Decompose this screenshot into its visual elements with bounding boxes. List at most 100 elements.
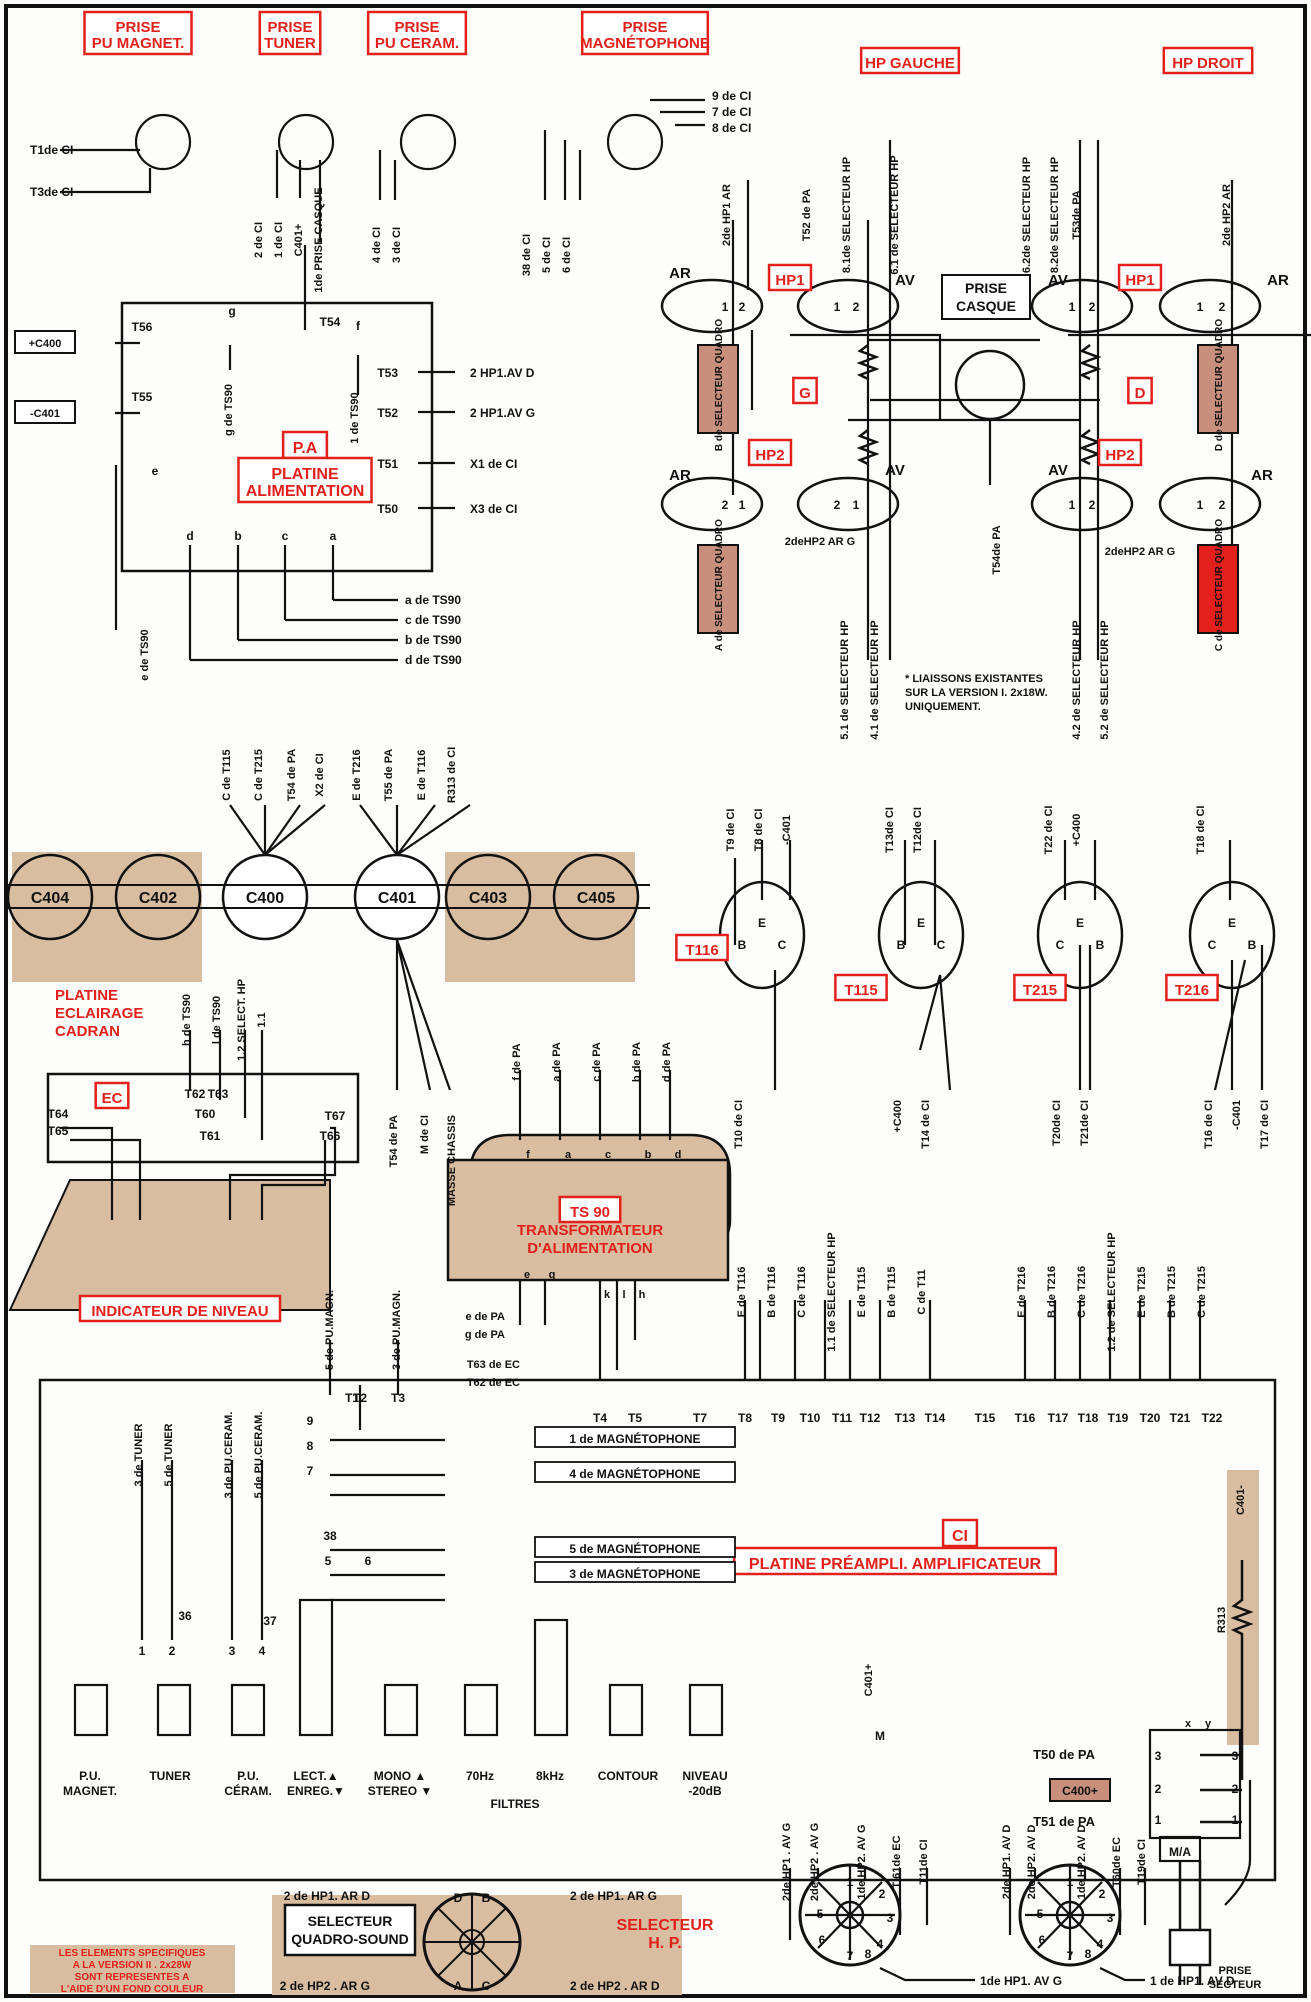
pa-t54: T54 <box>320 315 341 329</box>
ci-pin-num: 6 <box>365 1554 372 1568</box>
sw-num: 1 <box>1067 1875 1074 1889</box>
transistor-t116-box <box>675 933 729 962</box>
speaker-pin: 1 <box>853 498 860 512</box>
ci-input-lead: 5 de TUNER <box>163 1423 175 1486</box>
ts90-pin: h <box>639 1289 646 1301</box>
sw-num: 4 <box>1097 1937 1104 1951</box>
ec-code: EC <box>102 1090 123 1107</box>
ec-board <box>46 1072 360 1164</box>
sw-num: 7 <box>1067 1949 1074 1963</box>
c401-bottom: M de CI <box>419 1115 431 1154</box>
tr-bottom: -C401 <box>1231 1100 1243 1130</box>
ci-lead-right: 1.2 de SELECTEUR HP <box>1106 1232 1118 1351</box>
speaker-pin: 1 <box>739 498 746 512</box>
din-tuner <box>277 113 335 171</box>
hp2-ar: 2deHP2 AR G <box>1105 546 1176 558</box>
ci-xy: y <box>1205 1718 1212 1730</box>
ci-xy: x <box>1185 1718 1192 1730</box>
tr-top: T8 de CI <box>753 809 765 852</box>
tr-pin: E <box>1076 916 1084 930</box>
ci-input-lead: 3 de TUNER <box>133 1423 145 1486</box>
ci-right: C401- <box>1235 1485 1247 1515</box>
ec-top-lead: 1.2 SELECT. HP <box>236 979 248 1061</box>
speaker-pin: 1 <box>722 300 729 314</box>
c400-plus-box <box>1049 1778 1111 1802</box>
tr-top: T9 de CI <box>725 809 737 852</box>
hp-g-top: T52 de PA <box>801 189 813 241</box>
ts90-left-lead: e de PA <box>465 1311 505 1323</box>
quadro-box <box>697 344 739 434</box>
hp-d-top: T53de PA <box>1071 190 1083 239</box>
c401-lead: E de T116 <box>416 750 428 801</box>
hp2-d-av <box>1030 476 1134 532</box>
header-tuner: PRISE <box>267 19 312 36</box>
hp2-d-box <box>1097 438 1143 467</box>
ec-top-lead: h de TS90 <box>181 994 193 1046</box>
sw-num: 7 <box>847 1949 854 1963</box>
ci-term: T16 <box>1015 1411 1036 1425</box>
ci-lead-right: C de T216 <box>1076 1266 1088 1318</box>
pa-left-term: T56 <box>132 320 153 334</box>
hp-d-bottom: 4.2 de SELECTEUR HP <box>1071 620 1083 739</box>
pa-title: PLATINE <box>271 466 339 483</box>
ts90-top-lead: a de PA <box>551 1042 563 1082</box>
hp1-g-box <box>767 263 813 292</box>
ci-magneto-out: 5 de MAGNÉTOPHONE <box>569 1541 700 1556</box>
ci-term: T11 <box>832 1411 852 1425</box>
av: AV <box>1048 272 1068 289</box>
ts90-top-lead: b de PA <box>631 1042 643 1082</box>
ts90-title: D'ALIMENTATION <box>527 1240 653 1257</box>
pa-bottom-dest: a de TS90 <box>405 593 461 607</box>
ci-lead-right: E de T215 <box>1136 1266 1148 1317</box>
button-pu-magnet: P.U. <box>79 1769 101 1783</box>
tr-top: -C401 <box>781 815 793 845</box>
quadro-box <box>1197 544 1239 634</box>
ci-code-box <box>941 1518 979 1548</box>
t115-body <box>877 880 965 990</box>
hp-sw2-lead: 2de HP2. AV D <box>1026 1825 1038 1900</box>
header-tuner: TUNER <box>264 35 316 52</box>
transistor-t215: T215 <box>1023 982 1057 999</box>
pa-dest: X1 de CI <box>470 457 517 471</box>
header-hp-gauche-box <box>859 46 961 75</box>
pa-pin: f <box>356 319 361 333</box>
sw-num: 2 <box>879 1887 886 1901</box>
hp-sw2-lead: 1de HP2. AV D <box>1076 1825 1088 1900</box>
pu-magnet-lead: T1de CI <box>30 143 73 157</box>
tr-top: T12de CI <box>912 807 924 853</box>
sw-num: 5 <box>1037 1907 1044 1921</box>
speaker-note: UNIQUEMENT. <box>905 701 981 713</box>
header-magnetophone-box <box>580 10 710 56</box>
tuner-lead: 1 de CI <box>273 222 285 258</box>
hp2-g-av <box>796 476 900 532</box>
ts90-pin: e <box>524 1269 530 1281</box>
pa-pin: g <box>228 304 235 318</box>
ci-lead-right: E de T216 <box>1016 1266 1028 1317</box>
hp-g-top: 2de HP1 AR <box>721 184 733 246</box>
tr-bottom: T20de CI <box>1051 1100 1063 1146</box>
version-note: LES ELEMENTS SPECIFIQUES <box>59 1948 206 1959</box>
pa-side: g de TS90 <box>223 384 235 436</box>
ci-code: CI <box>952 1528 968 1545</box>
sw-num: 3 <box>887 1911 894 1925</box>
button-pu-ceram: P.U. <box>237 1769 259 1783</box>
btn-contour-body <box>608 1683 644 1737</box>
c401-lead: T55 de PA <box>383 749 395 801</box>
button-contour: CONTOUR <box>598 1769 659 1783</box>
selector-bottom: 2 de HP2 . AR G <box>280 1979 370 1993</box>
quadro-title-box <box>283 1903 417 1957</box>
pa-pin: b <box>234 529 241 543</box>
tr-bottom: +C400 <box>892 1100 904 1133</box>
din-pu-magnet <box>134 113 192 171</box>
button-niveau: -20dB <box>688 1784 722 1798</box>
header-pu-ceram: PRISE <box>394 19 439 36</box>
ec-title: ECLAIRAGE <box>55 1005 143 1022</box>
c401-bottom: MASSE CHASSIS <box>446 1115 458 1206</box>
ci-title: PLATINE PRÉAMPLI. AMPLIFICATEUR <box>749 1554 1042 1573</box>
c401-lead: E de T216 <box>351 749 363 800</box>
ec-term: T63 <box>208 1087 229 1101</box>
header-hp-gauche: HP GAUCHE <box>865 55 955 72</box>
hp1-d-box <box>1117 263 1163 292</box>
ec-term: T66 <box>320 1129 341 1143</box>
ts90-pin: d <box>675 1149 682 1161</box>
